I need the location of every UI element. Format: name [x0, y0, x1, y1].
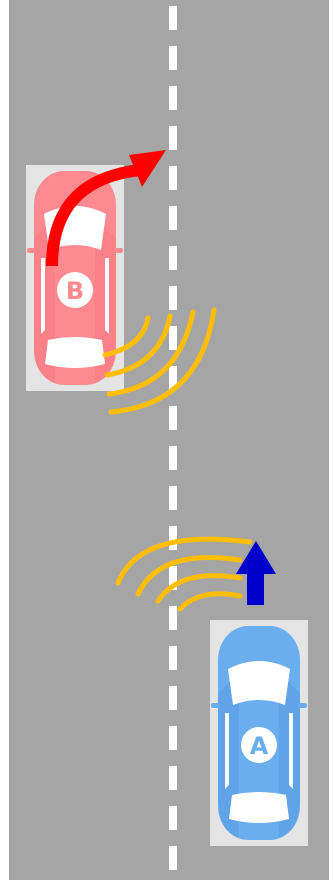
lane-dash [169, 806, 177, 830]
lane-dash [169, 286, 177, 310]
lane-dash [169, 46, 177, 70]
lane-dash [169, 326, 177, 350]
lane-dash [169, 6, 177, 30]
lane-dash [169, 526, 177, 550]
lane-dash [169, 766, 177, 790]
lane-dash [169, 406, 177, 430]
car-a: A [210, 620, 308, 846]
car-b-label: B [66, 277, 84, 305]
lane-dash [169, 446, 177, 470]
lane-dash [169, 246, 177, 270]
lane-dash [169, 646, 177, 670]
lane-dash [169, 606, 177, 630]
lane-dash [169, 846, 177, 870]
lane-dash [169, 726, 177, 750]
lane-dash [169, 486, 177, 510]
car-a-label: A [250, 732, 269, 760]
lane-dash [169, 206, 177, 230]
lane-dash [169, 86, 177, 110]
lane-dash [169, 126, 177, 150]
lane-dash [169, 166, 177, 190]
lane-dash [169, 686, 177, 710]
